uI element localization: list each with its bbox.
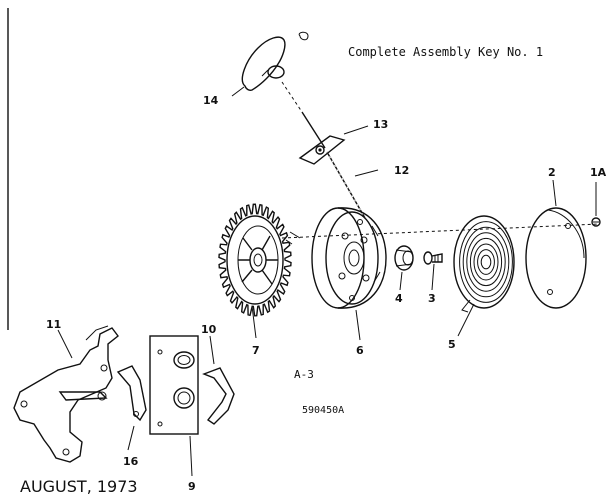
handle-axis-line — [281, 81, 303, 113]
leader-9 — [189, 435, 193, 477]
label-part-13: 13 — [373, 118, 388, 131]
view-label: A-3 — [294, 368, 314, 381]
label-part-10: 10 — [201, 323, 217, 336]
main-axis-line — [281, 223, 601, 239]
cover-plate — [525, 207, 587, 309]
spring-coil — [459, 221, 513, 303]
part-1a-screw — [591, 217, 601, 227]
leader-13 — [343, 125, 369, 135]
starter-gear — [218, 203, 301, 317]
clip-part — [202, 367, 235, 425]
leader-3 — [431, 263, 435, 291]
starter-handle — [241, 31, 309, 91]
leader-10 — [209, 335, 215, 365]
label-part-16: 16 — [123, 455, 139, 468]
label-part-6: 6 — [356, 344, 364, 357]
date-stamp: AUGUST, 1973 — [20, 477, 138, 495]
label-part-12: 12 — [394, 164, 409, 177]
leader-2 — [552, 179, 557, 207]
screw-part — [423, 251, 443, 265]
leader-4 — [399, 271, 403, 291]
label-part-2: 2 — [548, 166, 556, 179]
leader-16 — [127, 425, 135, 451]
assembly-title: Complete Assembly Key No. 1 — [348, 45, 543, 59]
label-part-3: 3 — [428, 292, 436, 305]
leader-6 — [355, 309, 361, 341]
link-part — [116, 365, 147, 422]
starter-rope — [301, 111, 366, 219]
spring-coil — [469, 237, 503, 287]
label-part-7: 7 — [252, 344, 260, 357]
leader-12 — [354, 169, 379, 177]
spring-coil — [480, 254, 492, 270]
bushing-part — [394, 245, 414, 271]
leader-11 — [57, 329, 73, 359]
leader-14 — [231, 86, 245, 97]
control-bracket — [13, 325, 119, 463]
spring-coil — [466, 232, 506, 292]
leader-7 — [251, 305, 257, 339]
recoil-spring — [453, 215, 515, 313]
label-part-14: 14 — [203, 94, 219, 107]
label-part-9: 9 — [188, 480, 196, 493]
label-part-11: 11 — [46, 318, 61, 331]
rope-guide-bracket — [298, 135, 346, 165]
spring-coil — [477, 249, 495, 275]
label-part-1a: 1A — [590, 166, 607, 179]
leader-5 — [457, 303, 475, 337]
mounting-plate — [149, 335, 199, 435]
spring-coil — [462, 226, 510, 298]
spring-tab — [461, 299, 471, 313]
spring-coil — [473, 243, 499, 281]
starter-pulley — [311, 207, 387, 309]
label-part-4: 4 — [395, 292, 403, 305]
label-part-5: 5 — [448, 338, 456, 351]
drawing-id: 590450A — [302, 405, 344, 416]
